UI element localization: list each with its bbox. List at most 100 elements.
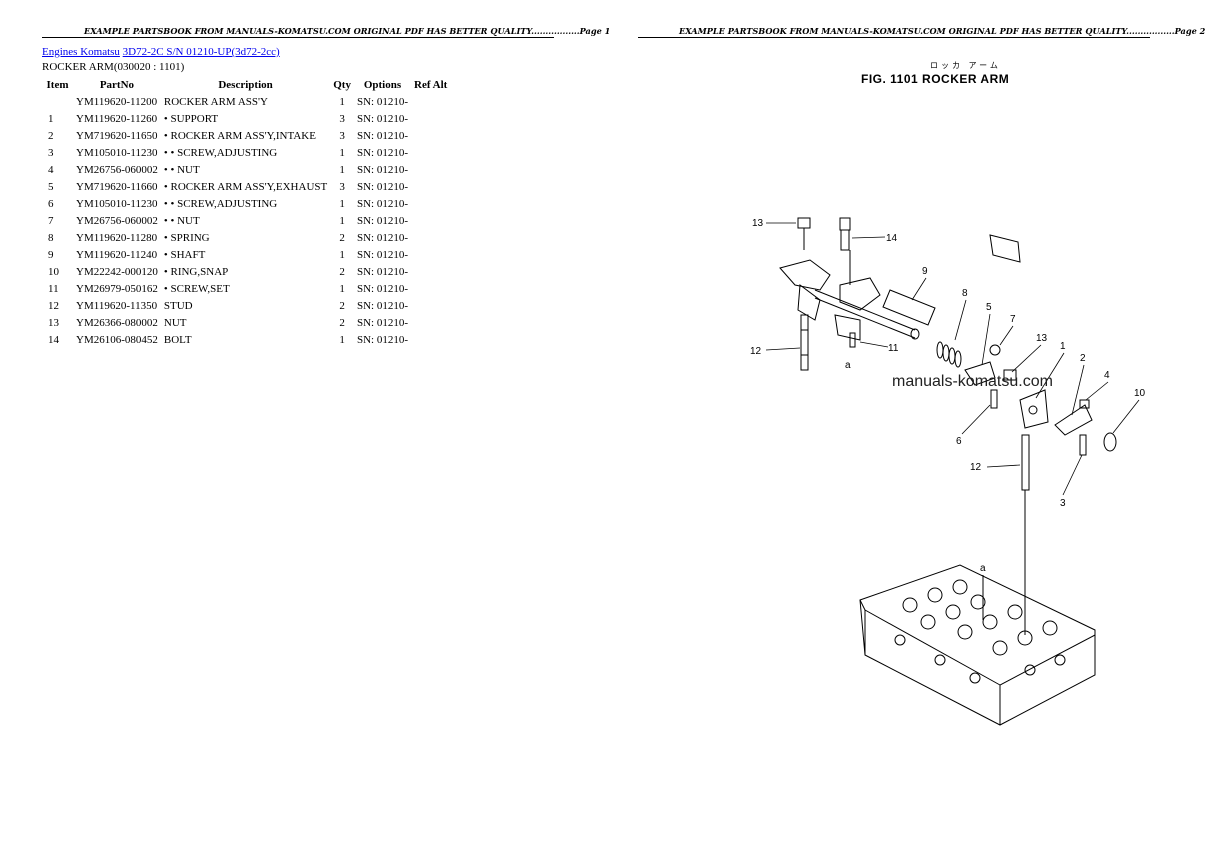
row-description-cell: • • NUT xyxy=(163,163,200,176)
row-item-cell: 7 xyxy=(48,214,54,227)
column-header-description: Description xyxy=(218,79,273,91)
row-ref-alt-cell xyxy=(411,161,450,178)
row-ref-alt-cell xyxy=(411,280,450,297)
row-partno-cell: YM119620-11260 xyxy=(76,112,158,125)
callout-label: 3 xyxy=(1060,498,1066,509)
stud-12-upper-illustration xyxy=(800,314,809,371)
stud-12-lower-illustration xyxy=(1021,434,1030,635)
row-partno-cell: YM119620-11200 xyxy=(76,95,158,108)
row-description-cell: • SCREW,SET xyxy=(163,282,230,295)
row-partno-cell: YM105010-11230 xyxy=(76,146,158,159)
row-options-cell: SN: 01210- xyxy=(356,129,408,142)
breadcrumb: Engines Komatsu 3D72-2C S/N 01210-UP(3d7… xyxy=(42,46,280,58)
page2-header: EXAMPLE PARTSBOOK FROM MANUALS-KOMATSU.C… xyxy=(679,26,1205,36)
row-ref-alt-cell xyxy=(411,246,450,263)
callout-label: 10 xyxy=(1134,388,1146,399)
column-header-partno: PartNo xyxy=(99,79,135,91)
row-description-cell: • SUPPORT xyxy=(163,112,219,125)
row-qty-cell: 1 xyxy=(339,95,345,108)
row-partno-cell: YM26979-050162 xyxy=(76,282,158,295)
row-description-cell: • • SCREW,ADJUSTING xyxy=(163,146,278,159)
row-qty-cell: 2 xyxy=(339,231,345,244)
row-ref-alt-cell xyxy=(411,195,450,212)
breadcrumb-link-engines[interactable]: Engines Komatsu xyxy=(42,46,120,58)
row-ref-alt-cell xyxy=(411,212,450,229)
row-description-cell: • ROCKER ARM ASS'Y,INTAKE xyxy=(163,129,316,142)
row-options-cell: SN: 01210- xyxy=(356,248,408,261)
callout-label: 7 xyxy=(1010,314,1016,325)
row-partno-cell: YM719620-11660 xyxy=(76,180,158,193)
table-header-row: Item PartNo Description Qty Options Ref … xyxy=(42,77,450,93)
figure-title: FIG. 1101 ROCKER ARM xyxy=(861,72,1010,86)
column-header-options: Options xyxy=(363,79,402,91)
page1-header: EXAMPLE PARTSBOOK FROM MANUALS-KOMATSU.C… xyxy=(84,26,611,36)
row-description-cell: NUT xyxy=(163,316,187,329)
row-options-cell: SN: 01210- xyxy=(356,282,408,295)
callout-label: 11 xyxy=(888,343,899,354)
row-partno-cell: YM105010-11230 xyxy=(76,197,158,210)
row-description-cell: STUD xyxy=(163,299,193,312)
row-item-cell: 5 xyxy=(48,180,54,193)
row-options-cell: SN: 01210- xyxy=(356,333,408,346)
row-item-cell: 6 xyxy=(48,197,54,210)
row-options-cell: SN: 01210- xyxy=(356,316,408,329)
row-item-cell: 12 xyxy=(48,299,59,312)
row-ref-alt-cell xyxy=(411,229,450,246)
support-1-illustration xyxy=(1003,369,1049,429)
row-partno-cell: YM119620-11350 xyxy=(76,299,158,312)
column-header-ref-alt: Ref Alt xyxy=(414,79,448,91)
row-ref-alt-cell xyxy=(411,127,450,144)
row-qty-cell: 1 xyxy=(339,282,345,295)
callout-label: 12 xyxy=(970,462,982,473)
row-options-cell: SN: 01210- xyxy=(356,197,408,210)
row-description-cell: BOLT xyxy=(163,333,192,346)
row-qty-cell: 3 xyxy=(339,180,345,193)
table-row: YM119620-11200 ROCKER ARM ASS'Y 1 SN: 01210… xyxy=(42,93,450,110)
callout-label: 9 xyxy=(922,266,928,277)
page2-header-rule xyxy=(638,37,1150,38)
row-partno-cell: YM26756-060002 xyxy=(76,214,158,227)
row-description-cell: • SHAFT xyxy=(163,248,206,261)
row-description-cell: • • NUT xyxy=(163,214,200,227)
callout-label: a xyxy=(980,563,986,574)
row-qty-cell: 1 xyxy=(339,214,345,227)
row-options-cell: SN: 01210- xyxy=(356,265,408,278)
row-qty-cell: 1 xyxy=(339,333,345,346)
breadcrumb-link-model[interactable]: 3D72-2C S/N 01210-UP(3d72-2cc) xyxy=(122,46,280,58)
row-qty-cell: 2 xyxy=(339,265,345,278)
row-partno-cell: YM26106-080452 xyxy=(76,333,158,346)
callout-label: 13 xyxy=(1036,333,1048,344)
row-ref-alt-cell xyxy=(411,110,450,127)
row-item-cell xyxy=(42,93,73,110)
section-title: ROCKER ARM(030020 : 1101) xyxy=(42,61,185,73)
callout-label: 12 xyxy=(750,346,762,357)
parts-table: Item PartNo Description Qty Options Ref … xyxy=(42,77,450,348)
row-ref-alt-cell xyxy=(411,178,450,195)
row-options-cell: SN: 01210- xyxy=(356,163,408,176)
callout-label: 5 xyxy=(986,302,992,313)
row-description-cell: • SPRING xyxy=(163,231,210,244)
watermark: manuals-komatsu.com xyxy=(892,373,1053,390)
row-options-cell: SN: 01210- xyxy=(356,95,408,108)
page1-header-rule xyxy=(42,37,554,38)
row-partno-cell: YM22242-000120 xyxy=(76,265,158,278)
row-description-cell: ROCKER ARM ASS'Y xyxy=(163,95,268,108)
row-ref-alt-cell xyxy=(411,297,450,314)
row-options-cell: SN: 01210- xyxy=(356,299,408,312)
row-partno-cell: YM26366-080002 xyxy=(76,316,158,329)
row-qty-cell: 1 xyxy=(339,146,345,159)
row-options-cell: SN: 01210- xyxy=(356,231,408,244)
callout-label: 14 xyxy=(886,233,898,244)
row-qty-cell: 1 xyxy=(339,163,345,176)
callout-label: 2 xyxy=(1080,353,1086,364)
row-options-cell: SN: 01210- xyxy=(356,146,408,159)
row-description-cell: • RING,SNAP xyxy=(163,265,229,278)
row-ref-alt-cell xyxy=(411,93,450,110)
spring-8-illustration xyxy=(936,341,962,368)
